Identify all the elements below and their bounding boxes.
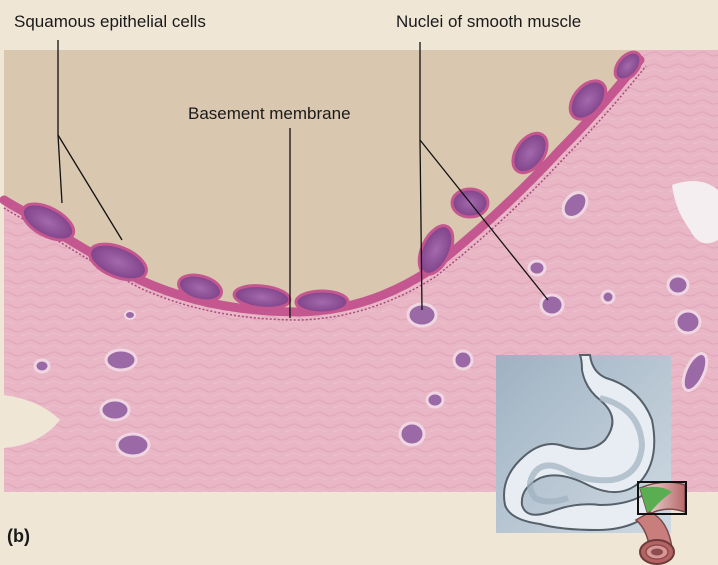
muscle-nucleus: [602, 291, 614, 303]
epithelial-nucleus: [296, 291, 348, 313]
muscle-nucleus: [101, 400, 129, 420]
muscle-nucleus: [427, 393, 443, 407]
label-squamous-epithelial-cells: Squamous epithelial cells: [14, 12, 206, 32]
muscle-nucleus: [117, 434, 149, 456]
muscle-nucleus: [400, 423, 424, 445]
label-nuclei-of-smooth-muscle: Nuclei of smooth muscle: [396, 12, 581, 32]
muscle-nucleus: [541, 295, 563, 315]
muscle-nucleus: [125, 311, 135, 319]
muscle-nucleus: [676, 311, 700, 333]
muscle-nucleus: [529, 261, 545, 275]
muscle-nucleus: [106, 350, 136, 370]
stomach-diagram-icon: [496, 355, 686, 564]
label-basement-membrane: Basement membrane: [188, 104, 351, 124]
muscle-nucleus: [454, 351, 472, 369]
panel-label: (b): [7, 526, 30, 547]
muscle-nucleus: [668, 276, 688, 294]
muscle-nucleus: [35, 360, 49, 372]
